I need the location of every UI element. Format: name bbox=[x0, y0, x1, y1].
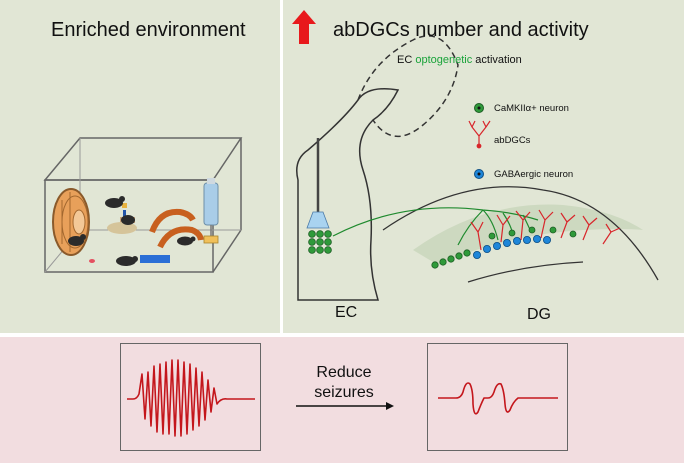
abdgc-icon bbox=[468, 120, 491, 149]
dg-outline bbox=[382, 186, 659, 281]
reduce-label: Reduce bbox=[316, 364, 372, 381]
reduced-trace-box bbox=[427, 343, 568, 451]
subtitle-prefix: EC bbox=[397, 54, 416, 66]
seizure-trace-box bbox=[120, 343, 261, 451]
seizure-trace bbox=[127, 359, 255, 437]
mouse-icon bbox=[121, 215, 135, 225]
optogenetic-subtitle: EC optogenetic activation bbox=[397, 54, 522, 66]
mouse-cage-illustration bbox=[43, 137, 243, 273]
reduced-trace bbox=[438, 382, 558, 415]
mouse-icon bbox=[105, 196, 125, 208]
legend-label-gaba: GABAergic neuron bbox=[494, 169, 574, 180]
ec-neuron-cluster bbox=[308, 230, 332, 254]
tunnel-tube-icon bbox=[149, 208, 196, 234]
legend-label-camkii: CaMKIIα+ neuron bbox=[494, 103, 569, 114]
camkii-neuron-icon bbox=[474, 103, 484, 113]
dg-label: DG bbox=[527, 306, 551, 323]
hippocampus-diagram bbox=[292, 10, 659, 301]
reduce-arrow-icon bbox=[296, 402, 394, 410]
cage-frame bbox=[43, 137, 243, 273]
enriched-environment-panel: Enriched environment bbox=[0, 0, 280, 333]
abdgc-dendrites bbox=[470, 209, 621, 251]
blue-tunnel-icon bbox=[140, 255, 170, 263]
food-pellet-icon bbox=[89, 259, 95, 263]
dg-neurons bbox=[431, 226, 577, 269]
running-wheel-icon bbox=[52, 188, 90, 256]
tunnel-tube-icon bbox=[157, 226, 204, 249]
dashed-brain-outline bbox=[357, 35, 459, 138]
mouse-icon bbox=[116, 256, 138, 266]
reduce-seizures-text: Reduce seizures bbox=[296, 363, 392, 403]
abdgc-panel: abDGCs number and activity EC optogeneti… bbox=[283, 0, 684, 333]
subtitle-highlight: optogenetic bbox=[415, 54, 473, 66]
legend-label-abdgc: abDGCs bbox=[494, 135, 531, 146]
seizure-panel: Reduce seizures bbox=[0, 337, 684, 463]
subtitle-suffix: activation bbox=[472, 54, 522, 66]
mouse-icon bbox=[177, 236, 196, 246]
water-bottle-icon bbox=[203, 178, 219, 244]
gaba-neuron-icon bbox=[474, 169, 484, 179]
ec-slice-outline bbox=[296, 88, 400, 301]
increase-arrow-icon bbox=[292, 10, 316, 44]
abdgc-title: abDGCs number and activity bbox=[333, 19, 589, 41]
enriched-environment-title: Enriched environment bbox=[51, 19, 246, 41]
mouse-icon bbox=[68, 234, 86, 246]
seizures-label: seizures bbox=[314, 384, 374, 401]
light-cone-icon bbox=[306, 211, 330, 229]
ec-label: EC bbox=[335, 304, 358, 321]
